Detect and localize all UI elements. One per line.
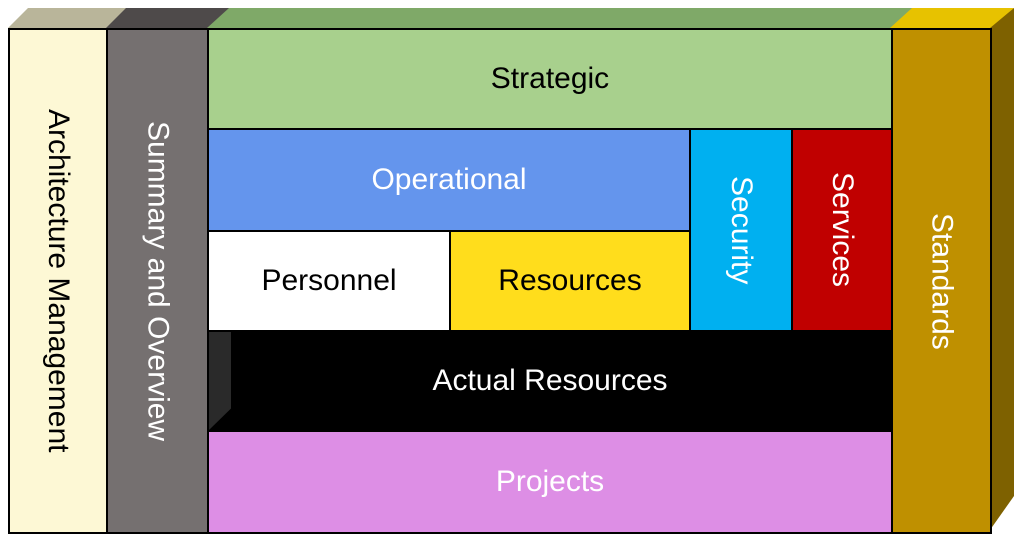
actual-resources-bevel: [209, 332, 231, 430]
operational-block: Operational: [207, 128, 691, 232]
architecture-top-face: [8, 8, 130, 28]
security-block: Security: [689, 128, 793, 332]
personnel-block: Personnel: [207, 230, 451, 332]
resources-label: Resources: [498, 264, 642, 297]
architecture-management-block: Architecture Management: [8, 28, 108, 534]
standards-block: Standards: [891, 28, 992, 534]
services-label: Services: [826, 172, 859, 288]
actual-resources-block: Actual Resources: [207, 330, 893, 432]
strategic-top-face: [207, 8, 913, 28]
standards-top-face: [890, 8, 1014, 28]
architecture-management-label: Architecture Management: [42, 109, 75, 453]
summary-top-face: [106, 8, 230, 28]
strategic-block: Strategic: [207, 28, 893, 130]
services-block: Services: [791, 128, 893, 332]
projects-label: Projects: [495, 465, 605, 498]
standards-side-face: [990, 8, 1014, 530]
standards-label: Standards: [925, 212, 959, 350]
personnel-label: Personnel: [261, 264, 397, 297]
resources-block: Resources: [449, 230, 691, 332]
operational-label: Operational: [371, 163, 527, 196]
summary-overview-label: Summary and Overview: [141, 120, 175, 442]
strategic-label: Strategic: [490, 62, 610, 95]
projects-block: Projects: [207, 430, 893, 534]
actual-resources-label: Actual Resources: [432, 364, 668, 397]
security-label: Security: [725, 175, 758, 285]
summary-overview-block: Summary and Overview: [106, 28, 209, 534]
